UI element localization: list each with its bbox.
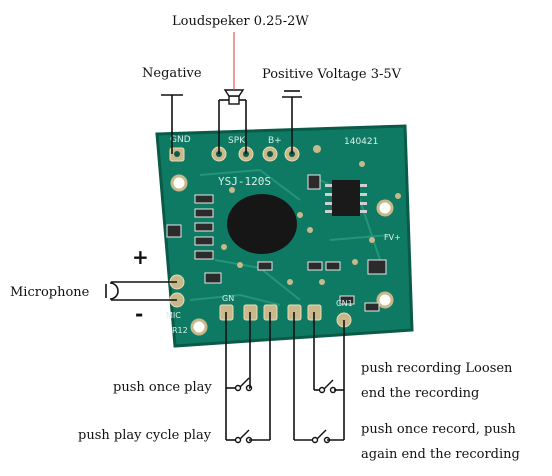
- push-once-play-label: push once play: [113, 380, 212, 395]
- minus-sign: -: [135, 302, 144, 326]
- silk-spk: SPK: [228, 136, 246, 146]
- switch-symbols: [234, 377, 337, 444]
- push-recording-label-2: end the recording: [361, 386, 480, 401]
- plus-sign: +: [132, 245, 149, 269]
- microphone-icon: [105, 282, 119, 300]
- silk-gn: GN: [222, 294, 234, 303]
- cob-chip: [227, 194, 297, 254]
- speaker-icon: [223, 89, 245, 105]
- vias: [221, 145, 401, 285]
- push-once-record-label-1: push once record, push: [361, 422, 516, 437]
- push-recording-label-1: push recording Loosen: [361, 361, 513, 376]
- negative-label: Negative: [142, 66, 202, 81]
- silk-model: YSJ-120S: [218, 175, 271, 188]
- mount-hole: [376, 199, 394, 217]
- push-play-cycle-label: push play cycle play: [78, 428, 212, 443]
- push-once-record-label-2: again end the recording: [361, 447, 520, 462]
- silk-r12: R12: [172, 326, 188, 335]
- mount-hole: [170, 174, 188, 192]
- silk-b: B+: [268, 136, 282, 146]
- microphone-label: Microphone: [10, 285, 90, 300]
- silk-fv: FV+: [384, 233, 401, 242]
- mount-hole: [376, 291, 394, 309]
- wires: [111, 90, 345, 441]
- loudspeaker-label: Loudspeker 0.25-2W: [172, 14, 309, 29]
- mount-hole: [190, 318, 208, 336]
- soic-pins: [325, 184, 367, 213]
- silk-gnd: GND: [170, 135, 191, 145]
- smd-resistors: [166, 174, 387, 312]
- silk-chip-code: 140421: [344, 137, 378, 147]
- positive-voltage-label: Positive Voltage 3-5V: [262, 67, 402, 82]
- silk-cn1: CN1: [336, 299, 353, 308]
- silk-mic: MIC: [166, 311, 181, 320]
- soic-chip: [332, 180, 360, 216]
